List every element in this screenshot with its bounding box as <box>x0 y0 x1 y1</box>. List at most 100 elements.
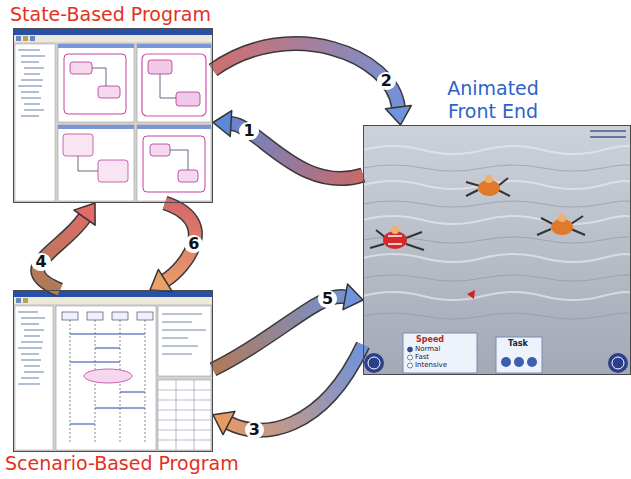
animated-front-end-screenshot <box>368 357 380 369</box>
state-editor-screenshot <box>63 134 93 156</box>
state-editor-screenshot <box>137 44 211 48</box>
state-editor-screenshot <box>58 125 134 201</box>
arrow-heads <box>385 106 411 125</box>
animated-front-end-screenshot <box>608 353 628 373</box>
state-editor-screenshot <box>64 54 126 114</box>
diver-figure <box>537 214 585 235</box>
callout-number: 2 <box>377 72 396 90</box>
diver-figure <box>466 175 510 196</box>
state-editor-screenshot <box>18 50 45 116</box>
state-editor-screenshot <box>13 28 213 35</box>
scenario-editor-screenshot <box>13 290 213 297</box>
state-editor-screenshot <box>58 125 134 129</box>
state-editor-screenshot <box>160 74 176 98</box>
diver-figure <box>391 226 399 234</box>
scenario-editor-screenshot <box>23 298 28 303</box>
arrow-outline <box>213 44 398 108</box>
scenario-editor-screenshot <box>70 320 145 442</box>
animated-front-end-screenshot <box>363 165 631 319</box>
arrow-head <box>343 284 363 310</box>
animated-front-end-screenshot <box>363 125 631 375</box>
animated-front-end-screenshot <box>496 337 542 373</box>
scenario-editor-screenshot <box>15 306 53 450</box>
state-editor-screenshot <box>58 44 134 122</box>
hud-label: Fast <box>415 353 429 362</box>
arrow-head <box>385 106 411 125</box>
animated-front-end-screenshot <box>364 353 384 373</box>
state-editor-screenshot <box>143 136 205 192</box>
arrow-head <box>74 203 95 225</box>
scenario-editor-screenshot <box>13 290 213 452</box>
animated-front-end-screenshot <box>501 357 511 367</box>
animated-front-end-screenshot <box>527 357 537 367</box>
callout-number: 5 <box>318 290 337 308</box>
state-editor-screenshot <box>70 62 92 74</box>
state-editor-screenshot <box>150 144 170 156</box>
scenario-editor-screenshot <box>62 312 78 320</box>
scenario-editor-screenshot <box>158 380 211 450</box>
state-editor-screenshot <box>137 125 211 129</box>
animated-front-end-screenshot <box>408 355 413 360</box>
animated-front-end-screenshot <box>408 347 413 352</box>
state-editor-screenshot <box>13 28 213 203</box>
arrow-head <box>213 411 235 434</box>
arrow-head <box>213 111 232 137</box>
state-editor-screenshot <box>15 44 55 201</box>
state-editor-screenshot <box>13 35 213 42</box>
scenario-editor-screenshot <box>137 312 153 320</box>
state-editor-screenshot <box>142 54 206 116</box>
arrow-heads <box>343 284 363 310</box>
scenario-editor-screenshot <box>18 312 45 384</box>
diver-figure <box>370 226 424 250</box>
arrow-heads <box>213 411 235 434</box>
animated-front-end-screenshot <box>514 357 524 367</box>
arrow-head <box>150 269 172 291</box>
curved-arrow <box>213 111 363 179</box>
scenario-editor-screenshot <box>56 306 156 450</box>
animated-front-end-screenshot <box>363 125 631 375</box>
state-editor-screenshot <box>137 125 211 201</box>
animated-front-end-screenshot <box>403 333 477 373</box>
callout-number: 6 <box>184 235 203 253</box>
screenshot-box: Scenario-Based Program <box>13 290 213 452</box>
curved-arrow <box>213 44 411 125</box>
state-editor-screenshot <box>137 44 211 122</box>
arrow-body <box>213 44 398 108</box>
screenshot-box: Animated Front End <box>363 125 631 375</box>
arrow-body <box>229 345 363 430</box>
state-editor-screenshot <box>92 68 106 86</box>
state-editor-screenshot <box>78 156 98 171</box>
scenario-editor-screenshot <box>112 312 128 320</box>
callout-number: 3 <box>245 421 264 439</box>
scenario-editor-screenshot <box>87 312 103 320</box>
scenario-editor-screenshot <box>16 298 21 303</box>
hud-label: Speed <box>416 335 444 344</box>
state-editor-screenshot <box>148 60 172 74</box>
diver-figure <box>388 236 402 244</box>
state-editor-screenshot <box>58 44 134 48</box>
animated-front-end-screenshot <box>612 357 624 369</box>
state-editor-screenshot <box>23 36 28 41</box>
animated-front-end-screenshot <box>590 131 626 137</box>
node-heading: Animated Front End <box>426 77 560 123</box>
node-heading: State-Based Program <box>10 3 211 26</box>
node-heading: Scenario-Based Program <box>5 452 239 475</box>
state-editor-screenshot <box>98 160 128 182</box>
arrow-heads <box>213 111 232 137</box>
screenshot-box: State-Based Program <box>13 28 213 203</box>
scenario-editor-screenshot <box>13 290 213 452</box>
diver-figure <box>558 214 566 222</box>
hud-label: Intensive <box>415 361 447 370</box>
callout-number: 1 <box>239 122 258 140</box>
callout-number: 4 <box>31 253 50 271</box>
arrow-heads <box>150 269 172 291</box>
animated-front-end-screenshot <box>408 363 413 368</box>
arrow-heads <box>74 203 95 225</box>
state-editor-screenshot <box>178 170 198 182</box>
state-editor-screenshot <box>16 36 21 41</box>
arrow-outline <box>229 345 363 430</box>
curved-arrow <box>213 284 363 369</box>
diver-figure <box>485 175 493 183</box>
scenario-editor-screenshot <box>13 297 213 304</box>
